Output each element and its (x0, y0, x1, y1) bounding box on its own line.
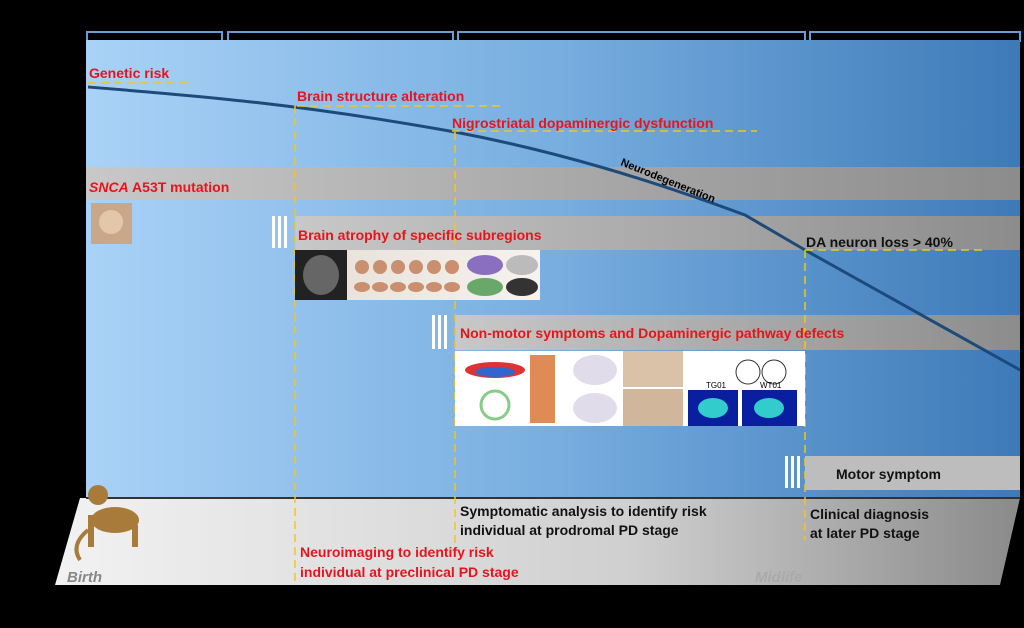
clinical-line2: at later PD stage (810, 525, 920, 541)
snca-label: SNCA A53T mutation (89, 179, 229, 195)
neuroimaging-line1: Neuroimaging to identify risk (300, 544, 494, 560)
brain-atrophy-label: Brain atrophy of specific subregions (298, 227, 542, 243)
motor-symptom-label: Motor symptom (836, 466, 941, 482)
symptomatic-line2: individual at prodromal PD stage (460, 522, 679, 538)
midlife-label: Midlife (755, 569, 803, 586)
wt01-label: WT01 (760, 381, 782, 390)
header-tabs (86, 31, 1021, 42)
non-motor-figure: TG01 WT01 (455, 351, 805, 426)
birth-label: Birth (67, 569, 102, 586)
nigrostriatal-label: Nigrostriatal dopaminergic dysfunction (452, 115, 713, 131)
mri-figure (295, 250, 540, 300)
da-loss-label: DA neuron loss > 40% (806, 234, 953, 250)
genetic-risk-label: Genetic risk (89, 65, 169, 81)
main-panel (86, 40, 1020, 498)
non-motor-label: Non-motor symptoms and Dopaminergic path… (460, 325, 844, 341)
yellow-guides (88, 82, 987, 585)
clinical-line1: Clinical diagnosis (810, 506, 929, 522)
neuroimaging-line2: individual at preclinical PD stage (300, 564, 519, 580)
bands (86, 167, 1020, 490)
timeline-bar (55, 498, 1020, 585)
symptomatic-line1: Symptomatic analysis to identify risk (460, 503, 707, 519)
adult-monkey-icon (74, 485, 139, 562)
tg01-label: TG01 (706, 381, 727, 390)
brain-structure-label: Brain structure alteration (297, 88, 464, 104)
